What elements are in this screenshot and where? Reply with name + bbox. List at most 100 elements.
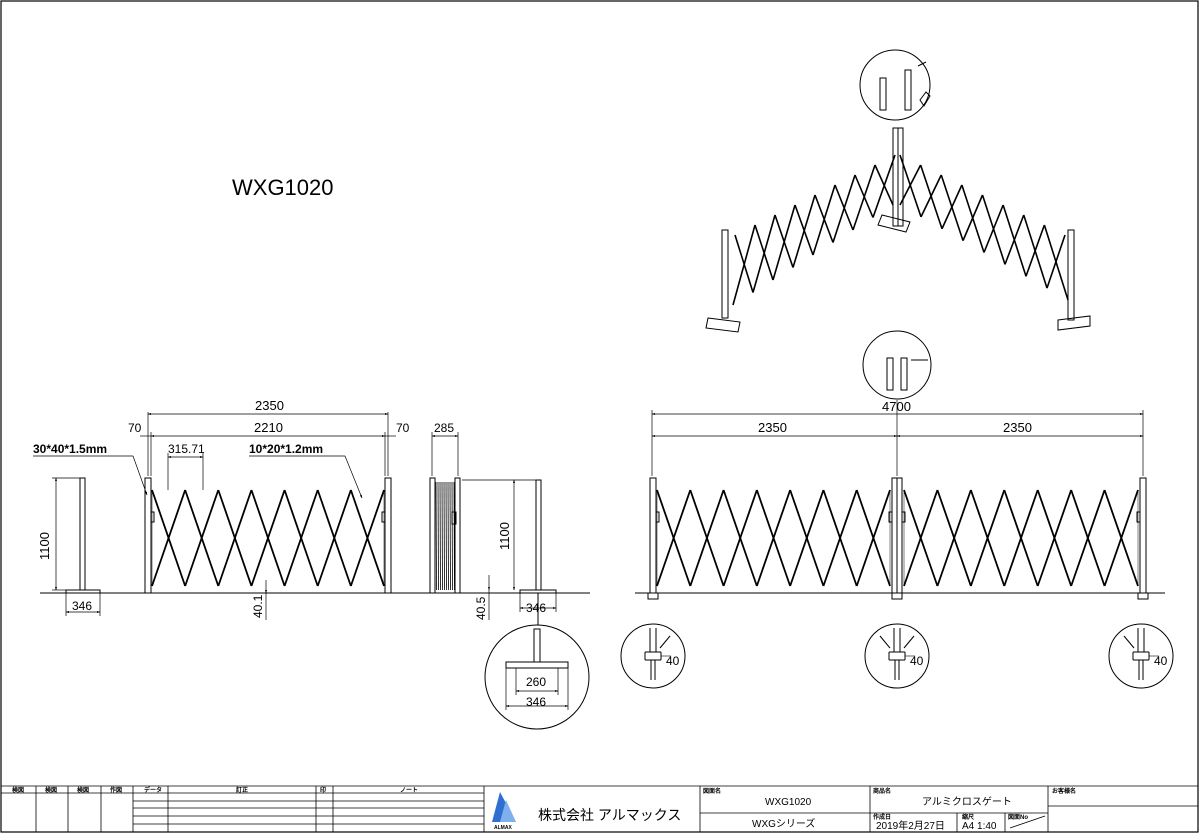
dim-end-left: 70: [128, 421, 142, 435]
lattice-bar: [1103, 489, 1139, 587]
product-name: アルミクロスゲート: [922, 796, 1012, 808]
rev-header-2: 検図: [45, 786, 57, 794]
rev-header-1: 検図: [12, 786, 24, 794]
lattice-bar: [1025, 224, 1046, 277]
lattice-bar: [659, 635, 671, 649]
side-view-post: [65, 477, 101, 594]
scale-value: A4 1:40: [962, 821, 997, 832]
lattice-bar: [872, 154, 896, 218]
lattice-bar: [184, 489, 220, 587]
lattice-bar: [772, 204, 796, 281]
dim-detail-40-right: 40: [1154, 654, 1168, 668]
dim-detail-outer: 346: [526, 695, 546, 709]
dim-double-right: 2350: [1003, 420, 1032, 435]
lattice-bar: [451, 481, 453, 591]
rev-header-6: 訂正: [236, 786, 248, 794]
dim-base-side: 346: [526, 601, 546, 615]
lattice-bar: [936, 489, 972, 587]
dim-folded-width: 285: [434, 421, 454, 435]
detail-bubble-left: [620, 623, 686, 689]
lattice-bar: [1003, 489, 1039, 587]
dim-double-total: 4700: [882, 399, 911, 414]
lattice-bar: [822, 489, 858, 587]
drawing-no-label: 図面No: [1008, 813, 1028, 821]
lattice-bar: [1070, 489, 1106, 587]
center-detail-bubble: [862, 330, 932, 400]
lattice-bar: [1036, 489, 1072, 587]
lattice-bar: [1004, 214, 1025, 265]
lattice-bar: [1046, 234, 1066, 289]
lattice-bar: [151, 489, 186, 587]
lattice-bar: [855, 489, 891, 587]
double-front-view: [620, 330, 1174, 689]
lattice-bar: [350, 489, 385, 587]
side-view-right: [484, 479, 590, 730]
lattice-bar: [903, 635, 915, 649]
lattice-section-label: 10*20*1.2mm: [249, 442, 323, 456]
lattice-bar: [852, 164, 876, 231]
lattice-bar: [435, 481, 437, 591]
lattice-bar: [962, 194, 984, 241]
lattice-bar: [316, 489, 352, 587]
lattice-bar: [983, 204, 1004, 253]
product-label: 商品名: [873, 787, 891, 795]
drawing-title: WXG1020: [232, 175, 334, 200]
lattice-bar: [941, 184, 963, 230]
dim-height-left: 1100: [37, 532, 52, 560]
lattice-bar: [879, 635, 891, 649]
base-detail-bubble: [484, 624, 590, 730]
dim-offset-side: 40.5: [474, 596, 488, 620]
folded-view: [429, 477, 461, 594]
lattice-bar: [441, 481, 443, 591]
rev-header-4: 作図: [110, 786, 122, 794]
lattice-bar: [453, 481, 455, 591]
isometric-view: [705, 49, 1091, 333]
lattice-bar: [217, 489, 253, 587]
company-name: 株式会社 アルマックス: [538, 807, 681, 823]
dim-detail-inner: 260: [526, 675, 546, 689]
lattice-bar: [1123, 635, 1135, 649]
detail-bubble-right: [1108, 623, 1174, 689]
lattice-bar: [250, 489, 286, 587]
date-label: 作成日: [873, 813, 891, 821]
series-name: WXGシリーズ: [752, 817, 815, 830]
dimension-lines: [33, 400, 1144, 710]
lattice-bar: [447, 481, 449, 591]
dim-base-left: 346: [72, 599, 92, 613]
rev-header-5: データ: [144, 786, 162, 794]
front-view: [40, 477, 590, 594]
dim-end-right: 70: [396, 421, 410, 435]
lattice-bar: [789, 489, 825, 587]
lattice-bar: [812, 184, 836, 256]
iso-left-lattice: [732, 154, 896, 306]
dim-detail-40-center: 40: [910, 654, 924, 668]
date-value: 2019年2月27日: [876, 819, 945, 832]
lattice-bar: [756, 489, 791, 587]
dim-overall: 2350: [255, 398, 284, 413]
lattice-bar: [832, 174, 856, 243]
dim-detail-40-left: 40: [666, 654, 680, 668]
lattice-bar: [449, 481, 451, 591]
lattice-bar: [732, 224, 756, 306]
lattice-bar: [445, 481, 447, 591]
drawing-name-label: 図面名: [703, 787, 721, 795]
customer-label: お客様名: [1052, 787, 1076, 795]
lattice-bar: [656, 489, 692, 587]
lattice-bar: [722, 489, 758, 587]
lattice-bar: [439, 481, 441, 591]
lattice-bar: [283, 489, 319, 587]
lattice-bar: [689, 489, 725, 587]
dim-height-right: 1100: [497, 522, 512, 550]
drawing-name: WXG1020: [765, 797, 812, 808]
lattice-bar: [903, 489, 939, 587]
detail-bubble-center: [864, 623, 930, 689]
post-section-label: 30*40*1.5mm: [33, 442, 107, 456]
lattice-bar: [437, 481, 439, 591]
scale-label: 縮尺: [962, 813, 974, 821]
lattice-bar: [752, 214, 776, 293]
lattice-bar: [970, 489, 1006, 587]
iso-detail-bubble: [859, 49, 931, 121]
lattice-bar: [443, 481, 445, 591]
